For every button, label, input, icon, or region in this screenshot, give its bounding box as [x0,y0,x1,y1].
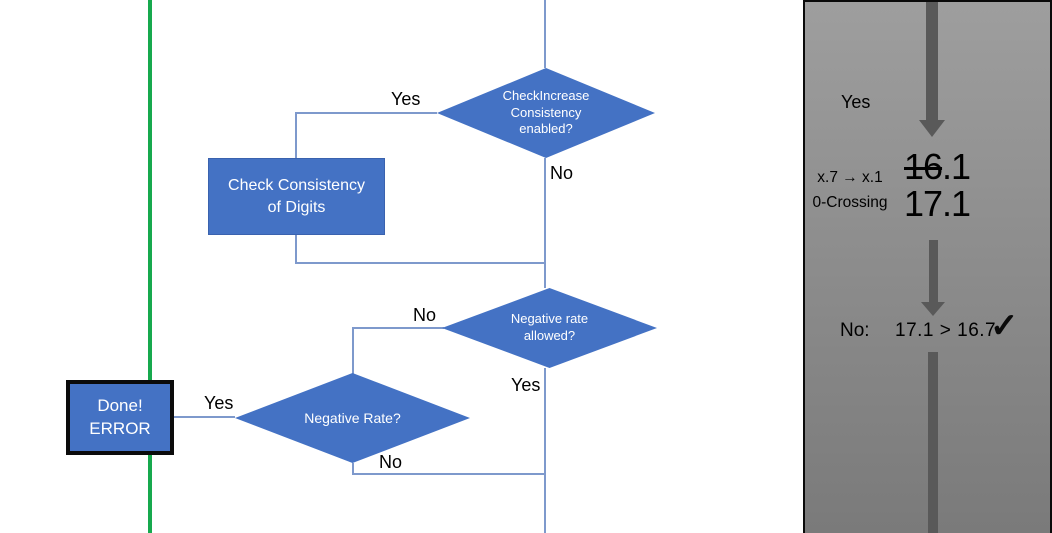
value-correction: 16.1 17.1 [904,146,971,224]
note-line-2: 0-Crossing [812,193,888,211]
down-arrow-top-head-icon [919,120,945,137]
connector-diamond1-no-vertical [544,158,546,288]
result-prefix: No: [840,320,870,341]
edge-label-no-diamond2: No [413,305,437,325]
check-mark-icon: ✓ [990,307,1019,345]
down-arrow-middle-head-icon [921,302,945,316]
down-arrow-top-shaft [926,2,938,120]
process-check-consistency-of-digits: Check Consistency of Digits [208,158,385,235]
decision-negative-rate-label: Negative Rate? [304,409,401,426]
zero-crossing-note: x.7 → x.1 0-Crossing [806,166,894,216]
connector-diamond1-yes-vertical [295,112,297,158]
terminator-done-error-label: Done! ERROR [89,395,151,438]
connector-diamond2-yes-vertical [544,368,546,533]
decision-negative-rate-allowed: Negative rate allowed? [442,288,657,368]
connector-diamond3-no-horizontal [352,473,546,475]
connector-diamond2-no-horizontal [352,327,444,329]
connector-top-to-diamond1 [544,0,546,68]
green-vertical-line [148,0,152,533]
connector-diamond1-yes-horizontal [295,112,437,114]
down-arrow-middle-shaft [929,240,938,302]
decision-checkincrease-consistency: CheckIncrease Consistency enabled? [437,68,655,158]
decision-checkincrease-label: CheckIncrease Consistency enabled? [502,87,590,137]
panel-yes-label: Yes [841,92,871,112]
old-value-rest: .1 [942,146,971,187]
decision-negative-rate-allowed-label: Negative rate allowed? [510,311,589,343]
down-arrow-bottom-shaft [928,352,938,533]
old-value: 16.1 [904,146,971,187]
edge-label-no-diamond3: No [379,452,403,472]
old-value-struck: 16 [904,146,943,187]
result-comparison: 17.1 > 16.7 [895,320,997,341]
new-value: 17.1 [904,182,971,224]
decision-negative-rate: Negative Rate? [235,373,470,463]
example-panel: Yes x.7 → x.1 0-Crossing 16.1 17.1 No: 1… [803,0,1052,533]
connector-diamond3-no-vertical [352,463,354,475]
edge-label-yes-diamond3: Yes [204,393,234,413]
connector-rect-return-horizontal [295,262,546,264]
connector-rect-bottom-vertical [295,235,297,264]
process-check-consistency-label: Check Consistency of Digits [228,176,365,216]
edge-label-yes-diamond1: Yes [391,89,421,109]
edge-label-yes-diamond2: Yes [511,375,541,395]
connector-diamond3-yes-horizontal [174,416,235,418]
terminator-done-error: Done! ERROR [66,380,174,455]
note-line-1: x.7 → x.1 [817,169,883,186]
connector-diamond2-no-vertical [352,327,354,374]
edge-label-no-diamond1: No [550,163,574,183]
